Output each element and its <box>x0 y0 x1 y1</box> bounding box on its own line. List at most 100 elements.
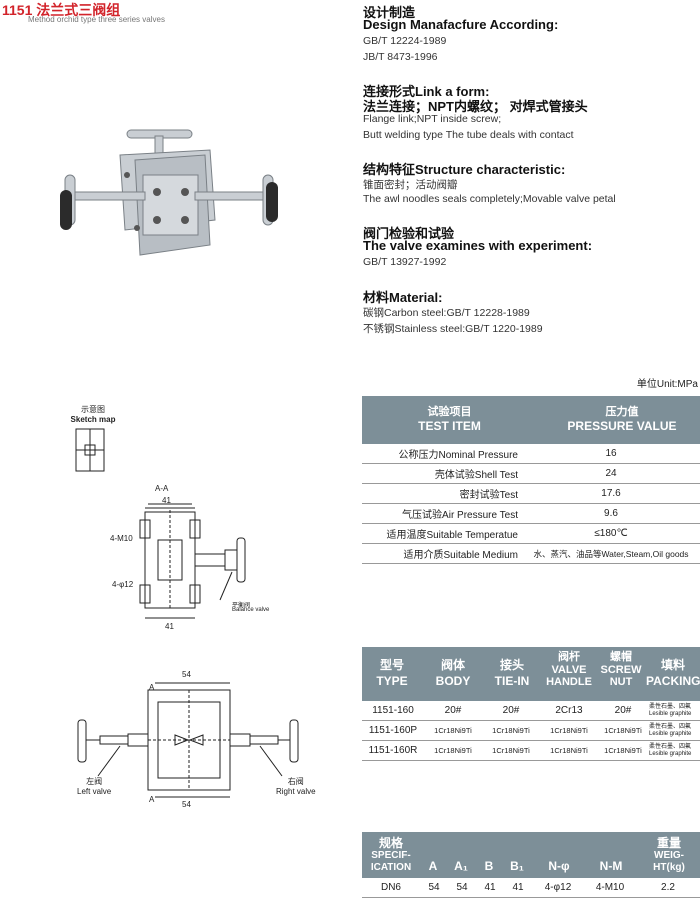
cell-type: 1151-160P <box>362 720 424 741</box>
header-packing-en: PACKING <box>646 674 700 688</box>
label-m10: 4-M10 <box>110 534 133 543</box>
cell-handle: 1Cr18Ni9Ti <box>540 740 598 761</box>
cell-b1: 41 <box>504 878 532 898</box>
table-row: DN6 54 54 41 41 4-φ12 4-M10 2.2 <box>362 878 700 898</box>
test-table: 试验项目 TEST ITEM 压力值 PRESSURE VALUE 公称压力No… <box>362 396 700 564</box>
material-heading: 材料Material: <box>363 290 443 305</box>
header-nut-en: SCREW NUT <box>600 664 642 688</box>
cell-n-m: 4-M10 <box>584 878 636 898</box>
material-line: 不锈钢Stainless steel:GB/T 1220-1989 <box>363 323 543 335</box>
material-table: 型号 TYPE 阀体 BODY 接头 TIE-IN 阀杆 VALVE HANDL… <box>362 647 700 761</box>
cell-n-phi: 4-φ12 <box>532 878 584 898</box>
structure-line: 锥面密封；活动阀瓣 <box>363 179 458 191</box>
header-n-phi: N-φ <box>548 859 570 873</box>
link-heading-cn: 法兰连接；NPT内螺纹； 对焊式管接头 <box>363 99 588 114</box>
test-value: 9.6 <box>522 503 700 524</box>
cell-packing: 柔性石墨、四氟 Lesible graphite <box>648 701 700 721</box>
product-photo <box>60 129 278 256</box>
cell-packing: 柔性石墨、四氟 Lesible graphite <box>648 740 700 761</box>
right-valve-label: 右阀 Right valve <box>276 776 316 796</box>
section-label: A-A <box>155 484 169 493</box>
test-item: 适用温度Suitable Temperatue <box>362 523 522 544</box>
link-heading: 连接形式Link a form: <box>363 84 490 99</box>
table-row: 适用温度Suitable Temperatue≤180℃ <box>362 523 700 544</box>
cell-handle: 1Cr18Ni9Ti <box>540 720 598 741</box>
test-value: 水、蒸汽、油品等Water,Steam,Oil goods <box>522 543 700 564</box>
cell-handle: 2Cr13 <box>540 701 598 721</box>
spec-table-body: DN6 54 54 41 41 4-φ12 4-M10 2.2 <box>362 878 700 898</box>
balance-label-en: Balance valve <box>232 607 270 613</box>
cell-tiein: 1Cr18Ni9Ti <box>482 740 540 761</box>
section-drawing <box>139 503 246 619</box>
label-phi12: 4-φ12 <box>112 580 134 589</box>
header-body-cn: 阀体 <box>440 658 465 672</box>
header-n-m: N-M <box>599 859 623 873</box>
sketch-map <box>75 428 105 472</box>
test-item: 密封试验Test <box>362 483 522 504</box>
header-spec-cn: 规格 <box>378 836 403 850</box>
exam-heading-en: The valve examines with experiment: <box>363 238 593 253</box>
header-nut-cn: 螺帽 <box>610 651 632 663</box>
balance-label-cn: 平衡阀 <box>232 603 251 609</box>
design-line: GB/T 12224-1989 <box>363 35 447 47</box>
cell-body: 20# <box>424 701 482 721</box>
test-value: ≤180℃ <box>522 523 700 544</box>
page-subtitle: Method orchid type three series valves <box>28 15 165 24</box>
cell-nut: 20# <box>598 701 648 721</box>
test-item: 适用介质Suitable Medium <box>362 543 522 564</box>
dim-41-bottom: 41 <box>165 622 174 631</box>
test-col1-cn: 试验项目 <box>427 406 472 418</box>
test-col2-cn: 压力值 <box>605 406 639 418</box>
right-valve-cn: 右阀 <box>287 777 304 786</box>
material-line: 碳钢Carbon steel:GB/T 12228-1989 <box>363 307 530 319</box>
header-a1: A₁ <box>454 859 468 873</box>
label-a-top: A <box>149 683 155 692</box>
test-col1-en: TEST ITEM <box>418 419 481 433</box>
table-row: 1151-160 20# 20# 2Cr13 20# 柔性石墨、四氟 Lesib… <box>362 701 700 721</box>
header-b: B <box>484 859 494 873</box>
design-heading: 设计制造 <box>363 5 416 20</box>
exam-line: GB/T 13927-1992 <box>363 256 447 268</box>
dim-41-top: 41 <box>162 496 171 505</box>
material-table-body: 1151-160 20# 20# 2Cr13 20# 柔性石墨、四氟 Lesib… <box>362 701 700 761</box>
structure-heading: 结构特征Structure characteristic: <box>363 162 566 177</box>
table-row: 1151-160P 1Cr18Ni9Ti 1Cr18Ni9Ti 1Cr18Ni9… <box>362 720 700 741</box>
header-tiein-cn: 接头 <box>499 658 524 672</box>
label-a-bottom: A <box>149 795 155 804</box>
header-packing-cn: 填料 <box>660 658 685 672</box>
dim-54-top: 54 <box>182 670 191 679</box>
test-col2-en: PRESSURE VALUE <box>567 419 677 433</box>
page-title: 1151 法兰式三阀组 <box>2 2 121 18</box>
dim-54-bottom: 54 <box>182 800 191 809</box>
cell-spec: DN6 <box>362 878 420 898</box>
header-spec-en: SPECIF- ICATION <box>370 850 412 873</box>
cell-type: 1151-160 <box>362 701 424 721</box>
header-weight-en: WEIG- HT(kg) <box>653 850 685 873</box>
header-body-en: BODY <box>435 674 471 688</box>
header-b1: B₁ <box>510 859 524 873</box>
test-item: 气压试验Air Pressure Test <box>362 503 522 524</box>
cell-nut: 1Cr18Ni9Ti <box>598 740 648 761</box>
front-view-drawing <box>77 682 299 798</box>
link-line: Flange link;NPT inside screw; <box>363 113 502 125</box>
left-valve-label: 左阀 Left valve <box>77 776 111 796</box>
sketch-label-cn: 示意图 <box>81 405 105 414</box>
right-valve-en: Right valve <box>276 787 316 796</box>
test-item: 公称压力Nominal Pressure <box>362 444 522 464</box>
design-heading-en: Design Manafacfure According: <box>363 17 559 32</box>
cell-body: 1Cr18Ni9Ti <box>424 740 482 761</box>
cell-tiein: 1Cr18Ni9Ti <box>482 720 540 741</box>
unit-label: 单位Unit:MPa <box>636 379 698 390</box>
link-line: Butt welding type The tube deals with co… <box>363 129 574 141</box>
header-handle-cn: 阀杆 <box>558 651 580 663</box>
cell-a1: 54 <box>448 878 476 898</box>
cell-a: 54 <box>420 878 448 898</box>
exam-heading: 阀门检验和试验 <box>363 226 455 241</box>
header-a: A <box>428 859 438 873</box>
